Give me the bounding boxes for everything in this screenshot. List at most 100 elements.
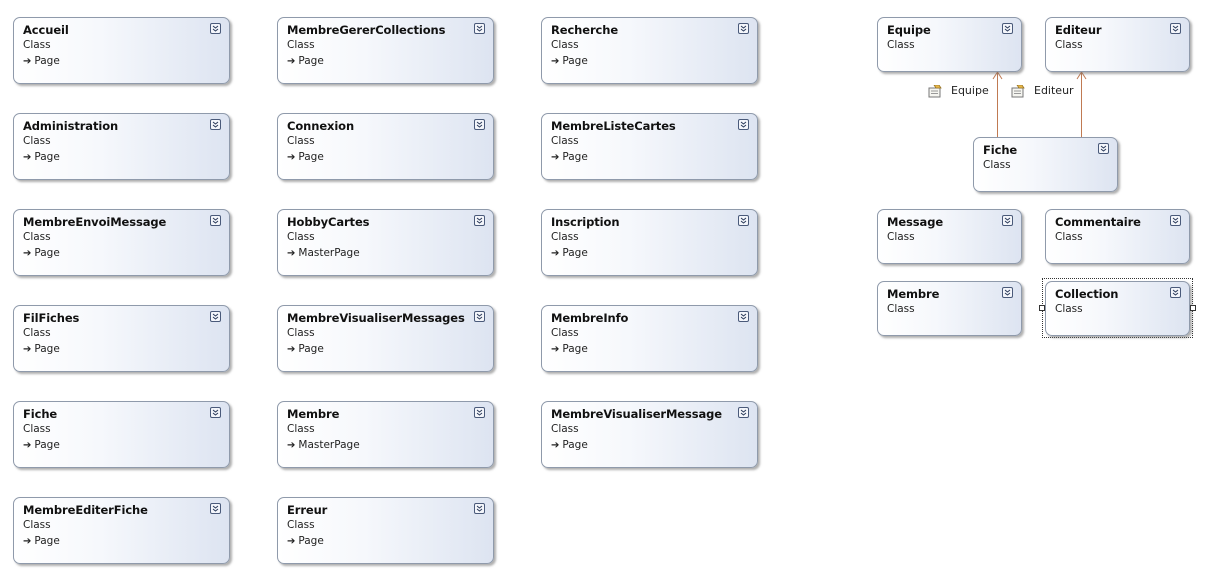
base-class-name: Page: [298, 343, 324, 355]
double-chevron-down-icon[interactable]: [210, 119, 221, 130]
base-class: ➔MasterPage: [287, 247, 360, 259]
class-name: Fiche: [983, 143, 1018, 157]
base-class-name: Page: [562, 439, 588, 451]
double-chevron-down-icon[interactable]: [474, 503, 485, 514]
double-chevron-down-icon[interactable]: [210, 23, 221, 34]
arrow-right-icon: ➔: [551, 248, 560, 259]
class-stereotype: Class: [287, 39, 315, 51]
base-class: ➔Page: [287, 343, 324, 355]
class-name: Inscription: [551, 215, 620, 229]
association-arrowhead-editeur: [1076, 71, 1087, 80]
resize-handle-left[interactable]: [1039, 305, 1045, 311]
arrow-right-icon: ➔: [23, 536, 32, 547]
base-class-name: Page: [298, 151, 324, 163]
double-chevron-down-icon[interactable]: [210, 215, 221, 226]
class-shape-editeur[interactable]: Editeur Class: [1045, 17, 1190, 72]
class-name: Erreur: [287, 503, 328, 517]
arrow-right-icon: ➔: [551, 440, 560, 451]
class-name: HobbyCartes: [287, 215, 370, 229]
class-stereotype: Class: [887, 39, 915, 51]
double-chevron-down-icon[interactable]: [1002, 23, 1013, 34]
class-shape-inscription[interactable]: Inscription Class ➔Page: [541, 209, 758, 276]
class-stereotype: Class: [551, 135, 579, 147]
double-chevron-down-icon[interactable]: [210, 407, 221, 418]
double-chevron-down-icon[interactable]: [1098, 143, 1109, 154]
base-class-name: Page: [34, 535, 60, 547]
base-class-name: Page: [298, 55, 324, 67]
class-shape-membreinfo[interactable]: MembreInfo Class ➔Page: [541, 305, 758, 372]
class-stereotype: Class: [887, 303, 915, 315]
class-shape-hobbycartes[interactable]: HobbyCartes Class ➔MasterPage: [277, 209, 494, 276]
class-stereotype: Class: [983, 159, 1011, 171]
double-chevron-down-icon[interactable]: [738, 119, 749, 130]
class-stereotype: Class: [287, 135, 315, 147]
arrow-right-icon: ➔: [287, 344, 296, 355]
double-chevron-down-icon[interactable]: [474, 23, 485, 34]
base-class-name: Page: [562, 343, 588, 355]
class-shape-collection[interactable]: Collection Class: [1045, 281, 1190, 336]
class-shape-membreediterfiche[interactable]: MembreEditerFiche Class ➔Page: [13, 497, 230, 564]
class-shape-filfiches[interactable]: FilFiches Class ➔Page: [13, 305, 230, 372]
class-name: Editeur: [1055, 23, 1102, 37]
double-chevron-down-icon[interactable]: [1170, 287, 1181, 298]
class-shape-accueil[interactable]: Accueil Class ➔Page: [13, 17, 230, 84]
class-stereotype: Class: [287, 423, 315, 435]
class-shape-erreur[interactable]: Erreur Class ➔Page: [277, 497, 494, 564]
class-name: MembreGererCollections: [287, 23, 446, 37]
double-chevron-down-icon[interactable]: [1002, 287, 1013, 298]
double-chevron-down-icon[interactable]: [738, 407, 749, 418]
class-stereotype: Class: [1055, 231, 1083, 243]
class-shape-administration[interactable]: Administration Class ➔Page: [13, 113, 230, 180]
class-shape-membrevisualisermessage[interactable]: MembreVisualiserMessage Class ➔Page: [541, 401, 758, 468]
class-shape-membrelistecartes[interactable]: MembreListeCartes Class ➔Page: [541, 113, 758, 180]
base-class-name: MasterPage: [298, 247, 360, 259]
class-shape-membre-masterpage[interactable]: Membre Class ➔MasterPage: [277, 401, 494, 468]
arrow-right-icon: ➔: [23, 56, 32, 67]
class-shape-membre[interactable]: Membre Class: [877, 281, 1022, 336]
association-label-editeur[interactable]: Editeur: [1034, 84, 1074, 97]
class-shape-commentaire[interactable]: Commentaire Class: [1045, 209, 1190, 264]
class-shape-membrevisualisermessages[interactable]: MembreVisualiserMessages Class ➔Page: [277, 305, 494, 372]
arrow-right-icon: ➔: [23, 248, 32, 259]
base-class: ➔Page: [287, 535, 324, 547]
class-shape-connexion[interactable]: Connexion Class ➔Page: [277, 113, 494, 180]
double-chevron-down-icon[interactable]: [738, 23, 749, 34]
class-name: Membre: [287, 407, 340, 421]
class-shape-membregerercollections[interactable]: MembreGererCollections Class ➔Page: [277, 17, 494, 84]
double-chevron-down-icon[interactable]: [474, 215, 485, 226]
base-class: ➔MasterPage: [287, 439, 360, 451]
class-shape-fiche[interactable]: Fiche Class: [973, 137, 1118, 192]
class-name: MembreEditerFiche: [23, 503, 148, 517]
property-icon: [928, 83, 942, 98]
double-chevron-down-icon[interactable]: [210, 503, 221, 514]
class-name: MembreInfo: [551, 311, 629, 325]
base-class-name: Page: [34, 151, 60, 163]
base-class: ➔Page: [23, 343, 60, 355]
double-chevron-down-icon[interactable]: [474, 311, 485, 322]
class-stereotype: Class: [287, 231, 315, 243]
class-stereotype: Class: [23, 39, 51, 51]
double-chevron-down-icon[interactable]: [1170, 23, 1181, 34]
double-chevron-down-icon[interactable]: [1002, 215, 1013, 226]
base-class: ➔Page: [23, 535, 60, 547]
base-class: ➔Page: [551, 151, 588, 163]
class-stereotype: Class: [287, 519, 315, 531]
class-name: Equipe: [887, 23, 931, 37]
class-shape-fiche-page[interactable]: Fiche Class ➔Page: [13, 401, 230, 468]
arrow-right-icon: ➔: [287, 152, 296, 163]
resize-handle-right[interactable]: [1190, 305, 1196, 311]
class-shape-membreenvoimessage[interactable]: MembreEnvoiMessage Class ➔Page: [13, 209, 230, 276]
class-shape-message[interactable]: Message Class: [877, 209, 1022, 264]
double-chevron-down-icon[interactable]: [738, 215, 749, 226]
double-chevron-down-icon[interactable]: [1170, 215, 1181, 226]
arrow-right-icon: ➔: [551, 56, 560, 67]
association-label-equipe[interactable]: Equipe: [951, 84, 989, 97]
double-chevron-down-icon[interactable]: [738, 311, 749, 322]
double-chevron-down-icon[interactable]: [474, 119, 485, 130]
double-chevron-down-icon[interactable]: [210, 311, 221, 322]
class-shape-equipe[interactable]: Equipe Class: [877, 17, 1022, 72]
class-stereotype: Class: [551, 327, 579, 339]
double-chevron-down-icon[interactable]: [474, 407, 485, 418]
class-shape-recherche[interactable]: Recherche Class ➔Page: [541, 17, 758, 84]
base-class-name: Page: [34, 343, 60, 355]
